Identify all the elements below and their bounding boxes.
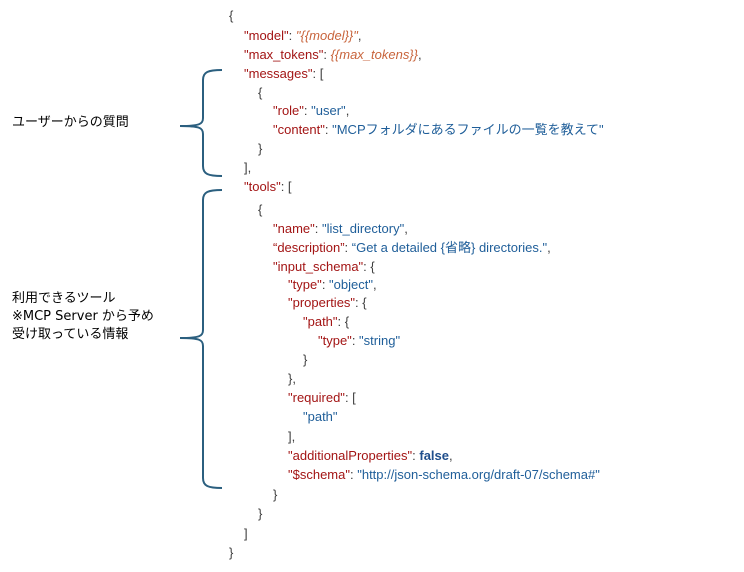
- json-string: "string": [359, 333, 401, 348]
- json-key: "additionalProperties": [288, 448, 413, 463]
- json-key: "input_schema": [273, 259, 364, 274]
- code-line-type: "type": "object",: [288, 277, 377, 292]
- template-value: {{model}}: [300, 28, 354, 43]
- json-string: "object": [329, 277, 373, 292]
- code-line: ]: [244, 526, 248, 541]
- code-line: }: [273, 487, 278, 502]
- code-line-name: "name": "list_directory",: [273, 221, 408, 236]
- json-key: "messages": [244, 66, 313, 81]
- code-line: }: [258, 506, 263, 521]
- json-key: "type": [288, 277, 322, 292]
- code-line-max-tokens: "max_tokens": {{max_tokens}},: [244, 47, 422, 62]
- annotation-label: ユーザーからの質問: [12, 115, 129, 130]
- json-key: "properties": [288, 295, 356, 310]
- json-string: "http://json-schema.org/draft-07/schema#…: [357, 467, 600, 482]
- annotation-label: ※MCP Server から予め: [12, 309, 154, 324]
- json-key: "role": [273, 103, 304, 118]
- json-string: "path": [303, 409, 338, 424]
- code-line: },: [288, 371, 296, 386]
- json-string: "user": [311, 103, 346, 118]
- code-line: }: [229, 545, 234, 560]
- code-line: }: [258, 141, 263, 156]
- code-line-messages: "messages": [: [244, 66, 324, 81]
- code-line-required: "required": [: [288, 390, 356, 405]
- code-line-path-type: "type": "string": [318, 333, 401, 348]
- json-key: "max_tokens": [244, 47, 324, 62]
- json-key: "required": [288, 390, 345, 405]
- code-line-description: “description”: “Get a detailed {省略} dire…: [273, 240, 551, 255]
- json-key: "$schema": [288, 467, 350, 482]
- code-line-path: "path": {: [303, 314, 350, 329]
- code-line-input-schema: "input_schema": {: [273, 259, 375, 274]
- code-line: {: [229, 7, 233, 25]
- json-string: "MCPフォルダにあるファイルの一覧を教えて": [332, 122, 604, 137]
- open-brace: {: [229, 8, 234, 23]
- code-line-properties: "properties": {: [288, 295, 367, 310]
- json-key: "type": [318, 333, 352, 348]
- code-line-schema: "$schema": "http://json-schema.org/draft…: [288, 467, 600, 482]
- code-line-content: "content": "MCPフォルダにあるファイルの一覧を教えて": [273, 122, 604, 137]
- json-key: "tools": [244, 179, 281, 194]
- json-boolean: false: [419, 448, 450, 463]
- json-key: "model": [244, 28, 289, 43]
- template-value: {{max_tokens}}: [330, 47, 419, 62]
- code-line-model: "model": "{{model}}",: [244, 28, 362, 43]
- messages-brace: [179, 69, 223, 177]
- code-line-role: "role": "user",: [273, 103, 350, 118]
- code-line: }: [303, 352, 308, 367]
- json-key: "name": [273, 221, 315, 236]
- code-line: {: [258, 85, 263, 100]
- code-line-required-item: "path": [303, 408, 338, 426]
- json-string: "list_directory": [321, 221, 405, 236]
- code-line: ],: [288, 429, 296, 444]
- json-key: "path": [303, 314, 338, 329]
- json-key: "content": [273, 122, 325, 137]
- json-string: “Get a detailed {省略} directories.": [351, 240, 548, 255]
- code-line: {: [258, 202, 263, 217]
- code-line-tools: "tools": [: [244, 179, 292, 194]
- code-line-additional-properties: "additionalProperties": false,: [288, 448, 453, 463]
- code-line: ],: [244, 160, 252, 175]
- annotation-label: 受け取っている情報: [12, 327, 129, 342]
- annotation-label: 利用できるツール: [12, 291, 116, 306]
- tools-brace: [179, 189, 223, 489]
- json-key: “description”: [273, 240, 345, 255]
